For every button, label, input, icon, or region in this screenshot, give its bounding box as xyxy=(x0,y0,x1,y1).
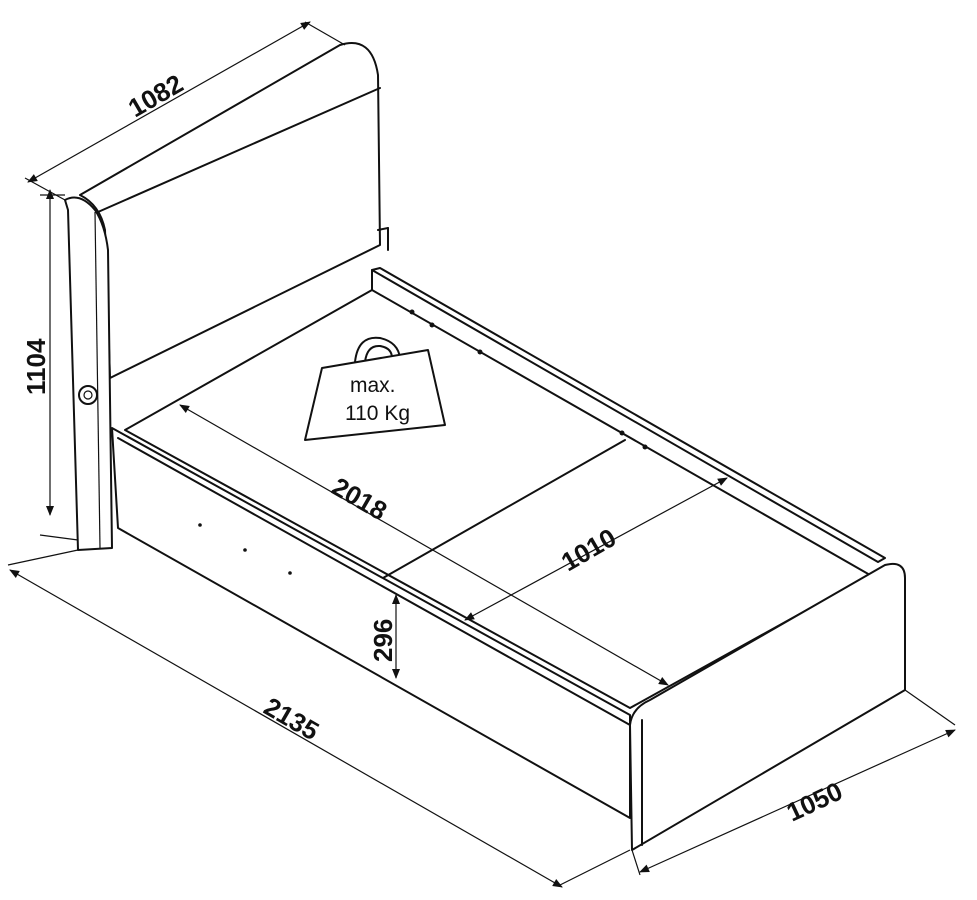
dim-1104: 1104 xyxy=(21,338,51,395)
dim-296: 296 xyxy=(368,619,398,662)
extension-lines xyxy=(7,21,956,886)
dim-1050: 1050 xyxy=(782,776,847,828)
dim-1082: 1082 xyxy=(123,68,188,123)
dimension-lines xyxy=(9,21,956,888)
usb-socket-icon xyxy=(78,385,98,405)
load-label-line2: 110 Kg xyxy=(345,402,410,425)
load-label-line1: max. xyxy=(350,374,396,397)
dim-2135: 2135 xyxy=(259,691,324,746)
